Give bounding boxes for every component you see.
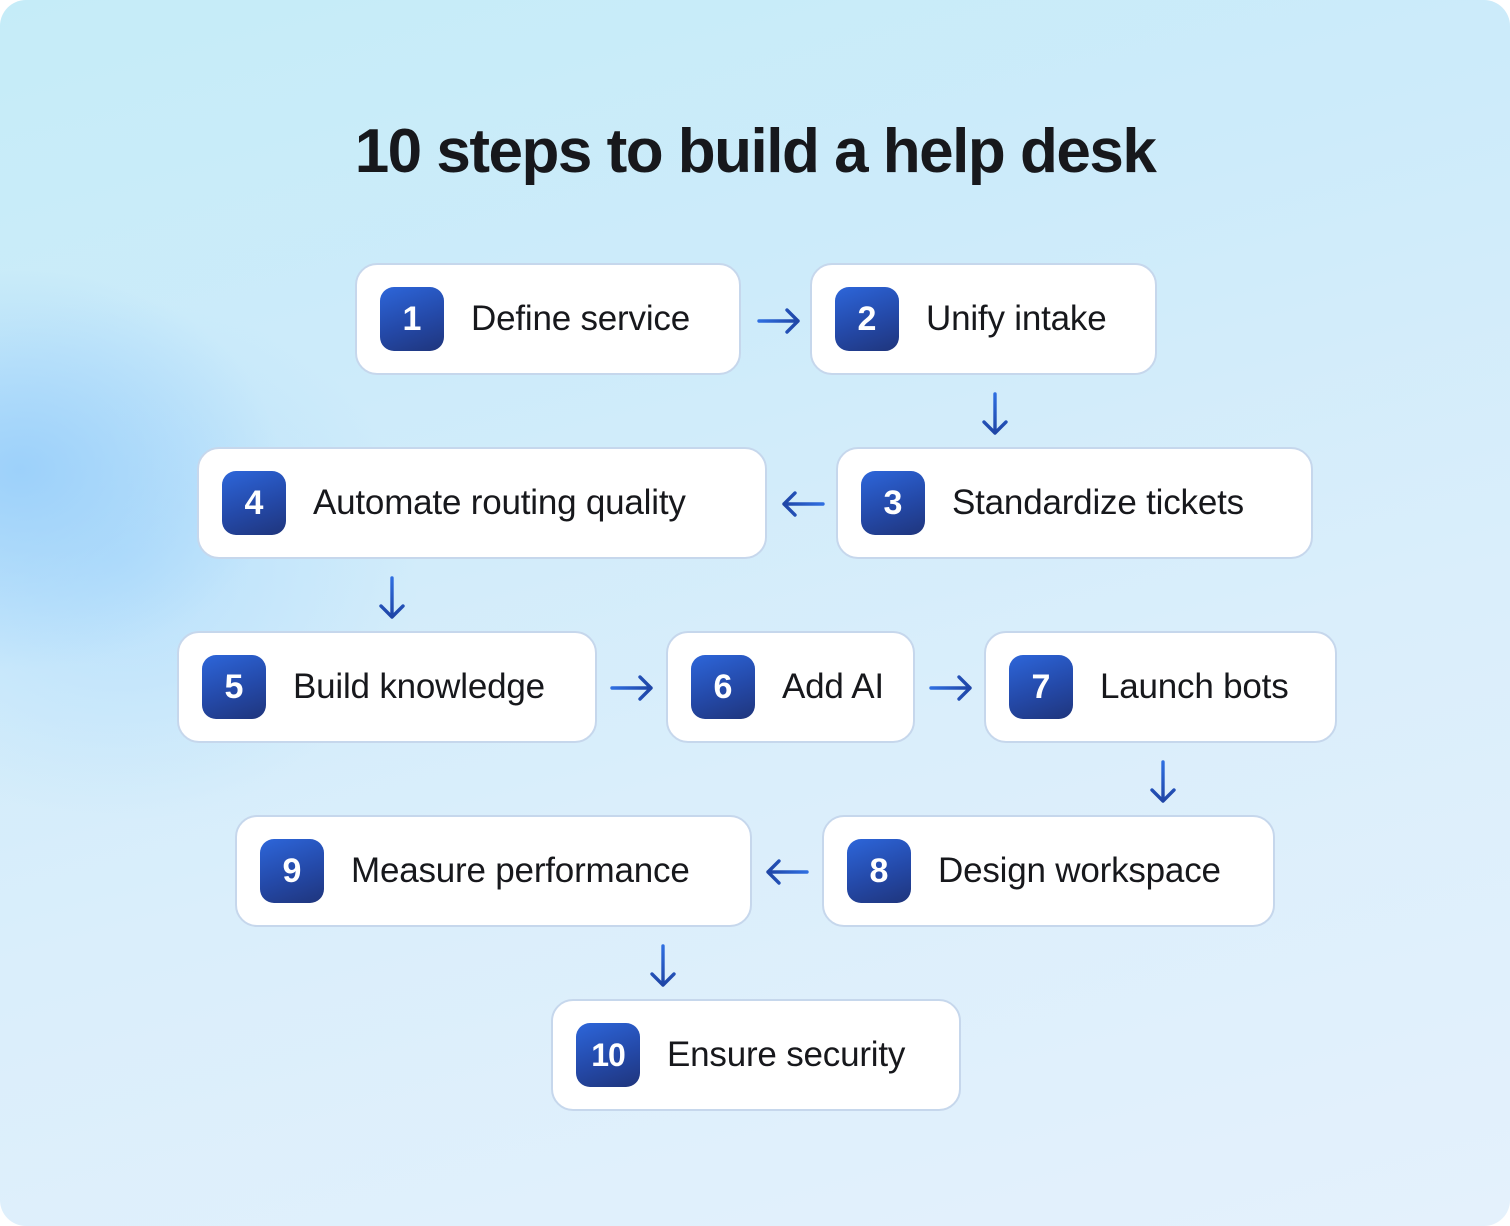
step-label: Define service <box>471 299 690 338</box>
step-number-badge: 5 <box>202 655 266 719</box>
arrow-right-icon <box>756 306 802 336</box>
step-label: Automate routing quality <box>313 483 686 522</box>
step-number-badge: 6 <box>691 655 755 719</box>
step-label: Build knowledge <box>293 667 545 706</box>
step-number-badge: 2 <box>835 287 899 351</box>
arrow-left-icon <box>764 857 810 887</box>
step-number-badge: 10 <box>576 1023 640 1087</box>
step-label: Measure performance <box>351 851 690 890</box>
arrow-right-icon <box>928 673 974 703</box>
step-1-card: 1 Define service <box>355 263 741 375</box>
step-label: Ensure security <box>667 1035 906 1074</box>
page-title: 10 steps to build a help desk <box>354 117 1157 186</box>
step-number-badge: 7 <box>1009 655 1073 719</box>
arrow-right-icon <box>609 673 655 703</box>
step-8-card: 8 Design workspace <box>822 815 1275 927</box>
step-5-card: 5 Build knowledge <box>177 631 597 743</box>
arrow-left-icon <box>780 489 826 519</box>
arrow-down-icon <box>377 575 407 621</box>
step-number-badge: 3 <box>861 471 925 535</box>
step-number-badge: 9 <box>260 839 324 903</box>
arrow-down-icon <box>648 943 678 989</box>
step-label: Unify intake <box>926 299 1107 338</box>
step-label: Launch bots <box>1100 667 1289 706</box>
step-10-card: 10 Ensure security <box>551 999 961 1111</box>
arrow-down-icon <box>980 391 1010 437</box>
step-number-badge: 1 <box>380 287 444 351</box>
step-label: Standardize tickets <box>952 483 1244 522</box>
step-number-badge: 8 <box>847 839 911 903</box>
step-4-card: 4 Automate routing quality <box>197 447 767 559</box>
step-7-card: 7 Launch bots <box>984 631 1337 743</box>
step-label: Design workspace <box>938 851 1221 890</box>
step-3-card: 3 Standardize tickets <box>836 447 1313 559</box>
step-label: Add AI <box>782 667 884 706</box>
step-number-badge: 4 <box>222 471 286 535</box>
step-9-card: 9 Measure performance <box>235 815 752 927</box>
step-2-card: 2 Unify intake <box>810 263 1157 375</box>
arrow-down-icon <box>1148 759 1178 805</box>
step-6-card: 6 Add AI <box>666 631 915 743</box>
